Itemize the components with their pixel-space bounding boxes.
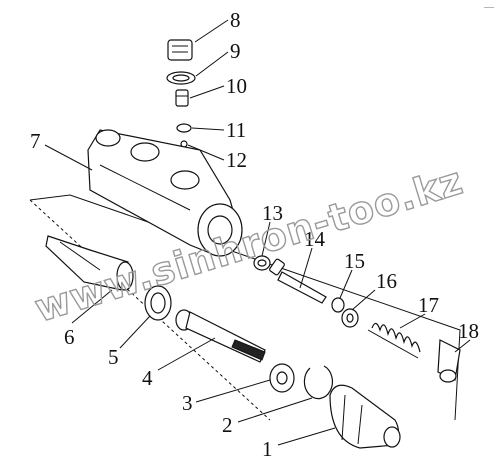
callout-5: 5	[108, 345, 119, 369]
part-rubber-boot	[329, 384, 401, 449]
part-small-washer	[331, 297, 345, 313]
callout-16: 16	[376, 269, 397, 293]
callout-15: 15	[344, 249, 365, 273]
callout-1: 1	[262, 437, 273, 461]
part-bolt	[175, 309, 266, 363]
callout-4: 4	[142, 366, 153, 390]
callout-10: 10	[226, 74, 247, 98]
callout-8: 8	[230, 8, 241, 32]
part-flat-washer	[269, 363, 295, 393]
callout-14: 14	[304, 227, 326, 251]
callout-18: 18	[458, 319, 479, 343]
callout-9: 9	[230, 39, 241, 63]
part-piston-rod	[269, 258, 327, 304]
part-end-cap	[437, 339, 461, 383]
part-valve-seat	[175, 89, 189, 107]
part-push-rod	[45, 235, 134, 291]
callout-17: 17	[418, 293, 439, 317]
part-small-ring	[176, 123, 192, 133]
corner-mark: —	[483, 2, 495, 13]
part-washer	[166, 71, 196, 85]
part-piston-cup	[341, 308, 359, 328]
leader-lines	[44, 19, 471, 446]
callout-labels: 8 9 10 11 12 7 13 14 15 16 17 18 6 5 4 3…	[30, 8, 479, 461]
part-cylinder-body	[87, 129, 243, 257]
callout-6: 6	[64, 325, 75, 349]
callout-13: 13	[262, 201, 283, 225]
callout-2: 2	[222, 413, 233, 437]
callout-11: 11	[226, 118, 246, 142]
part-return-spring	[367, 322, 421, 359]
callout-12: 12	[226, 148, 247, 172]
part-plug	[167, 39, 193, 61]
part-snap-ring	[303, 365, 333, 400]
callout-7: 7	[30, 129, 41, 153]
part-seal-ring	[144, 285, 172, 321]
callout-3: 3	[182, 391, 193, 415]
